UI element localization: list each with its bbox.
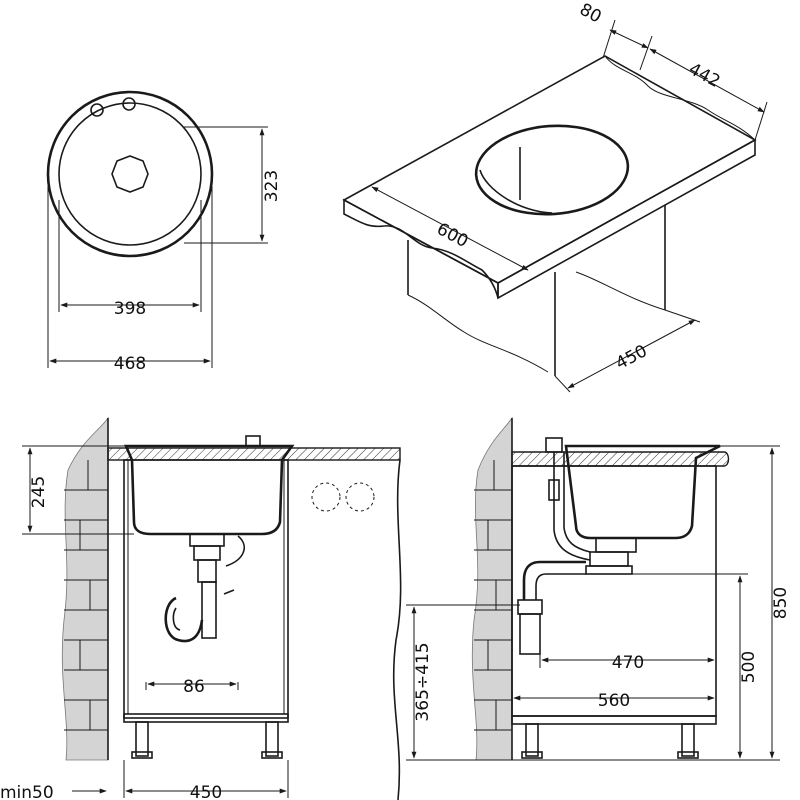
cabinet-body [123,459,289,719]
dim-line-450 [567,319,696,389]
drain-hole [111,155,149,193]
siphon-trap [164,596,204,643]
countertop-section [107,447,401,461]
dim-442: 442 [685,59,723,92]
dim-560: 560 [598,691,630,711]
dim-365-415: 365÷415 [413,642,433,721]
cabinet-leg-left [135,721,149,757]
sink-bowl-section [124,444,295,536]
dim-470: 470 [612,653,644,673]
tap-hole-left [90,103,104,117]
dim-850: 850 [771,587,791,619]
tap-hole-right [122,97,136,111]
front-view: 245 86 450 min50 [0,416,402,800]
dim-468: 468 [114,354,146,374]
sink-bowl-edge [58,102,202,246]
top-view: 323 398 468 [46,90,282,374]
dim-600: 600 [433,219,471,252]
dim-398: 398 [114,299,146,319]
dim-80: 80 [576,0,604,27]
iso-view: 80 442 600 450 [342,0,768,393]
dim-450-front: 450 [190,783,222,800]
dim-450: 450 [613,341,651,374]
dim-323: 323 [262,170,282,202]
dim-86: 86 [183,677,205,697]
dim-line-600 [371,186,529,271]
sink-cutout [474,124,630,216]
dim-line-442 [649,48,765,113]
sink-bowl-side [564,444,721,540]
sink-outer-rim [46,90,214,258]
countertop-break-left [343,198,499,299]
cabinet-side [511,465,717,717]
dim-500: 500 [739,651,759,683]
overflow-tube [553,452,591,561]
dim-245: 245 [29,476,49,508]
cabinet-leg-right [265,721,279,757]
dim-line-80 [609,29,649,49]
countertop-top [342,55,757,284]
brick-wall-right [471,416,513,761]
side-view: 365÷415 470 560 500 850 [406,416,791,761]
dim-min50: min50 [0,783,54,800]
brick-wall-left [61,416,109,761]
